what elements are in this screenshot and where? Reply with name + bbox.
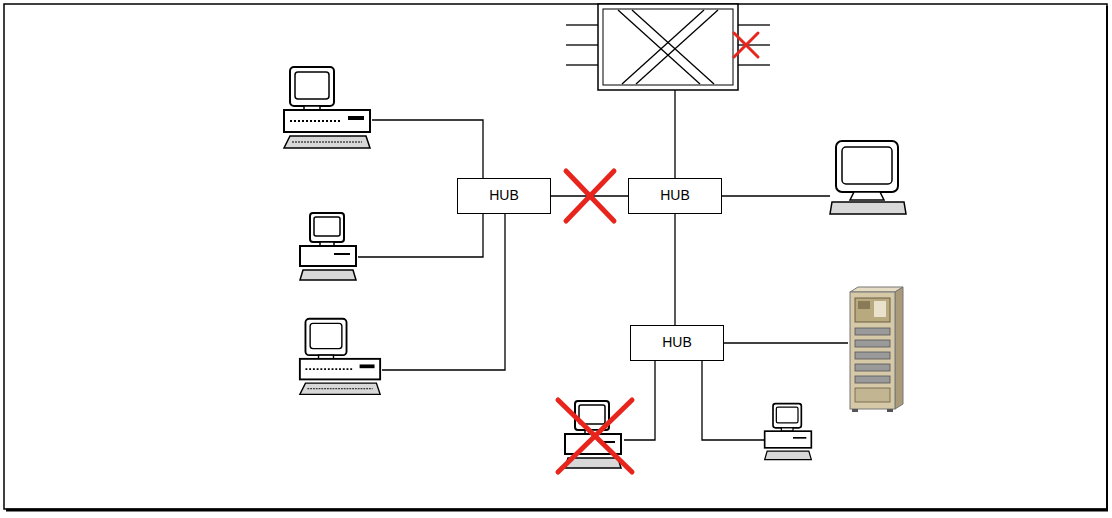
workstation-icon xyxy=(300,319,380,395)
network-wire xyxy=(358,214,483,257)
network-wire xyxy=(702,361,767,440)
server-panel xyxy=(858,301,870,309)
server-top xyxy=(850,287,903,292)
network-wire xyxy=(624,361,655,440)
server-foot xyxy=(852,409,858,412)
failure-marks xyxy=(558,33,758,472)
server-panel xyxy=(874,301,886,317)
server-foot xyxy=(887,409,893,412)
network-wire xyxy=(382,214,505,370)
failure-cross xyxy=(566,171,614,221)
hub-label: HUB xyxy=(489,188,519,203)
frame-shadow xyxy=(1106,6,1108,511)
server-icon xyxy=(850,287,903,412)
server-bay xyxy=(855,364,890,371)
switch-body xyxy=(598,4,738,90)
server-bay xyxy=(855,376,890,383)
network-wire xyxy=(372,120,483,178)
network-link xyxy=(674,214,675,325)
switch-body xyxy=(603,9,733,85)
switch-symbol xyxy=(566,4,770,90)
server-bay xyxy=(855,388,890,402)
failure-cross xyxy=(558,400,632,472)
network-wires xyxy=(358,90,848,440)
network-wire xyxy=(674,90,675,178)
server-bay xyxy=(855,340,890,347)
server-panel xyxy=(855,298,890,322)
terminal-icon xyxy=(830,141,906,214)
server-bay xyxy=(855,352,890,359)
computers xyxy=(284,67,906,468)
switch-crossbar xyxy=(618,10,718,84)
hub-label: HUB xyxy=(662,335,692,350)
hub-box: HUB xyxy=(457,178,551,214)
frame xyxy=(4,4,1108,511)
network-wire xyxy=(724,342,848,343)
failure-cross xyxy=(734,33,758,57)
computer-icon xyxy=(300,213,356,280)
frame-border xyxy=(4,4,1107,509)
computer-icon xyxy=(565,401,621,468)
frame-shadow xyxy=(6,509,1108,512)
computer-icon xyxy=(765,404,812,460)
workstation-icon xyxy=(284,67,370,148)
server-bay xyxy=(855,328,890,335)
server-front xyxy=(850,292,895,409)
network-link xyxy=(551,195,628,196)
server-side xyxy=(895,287,903,409)
network-wire xyxy=(722,195,830,196)
hub-box: HUB xyxy=(630,325,724,361)
hub-label: HUB xyxy=(660,188,690,203)
hub-box: HUB xyxy=(628,178,722,214)
